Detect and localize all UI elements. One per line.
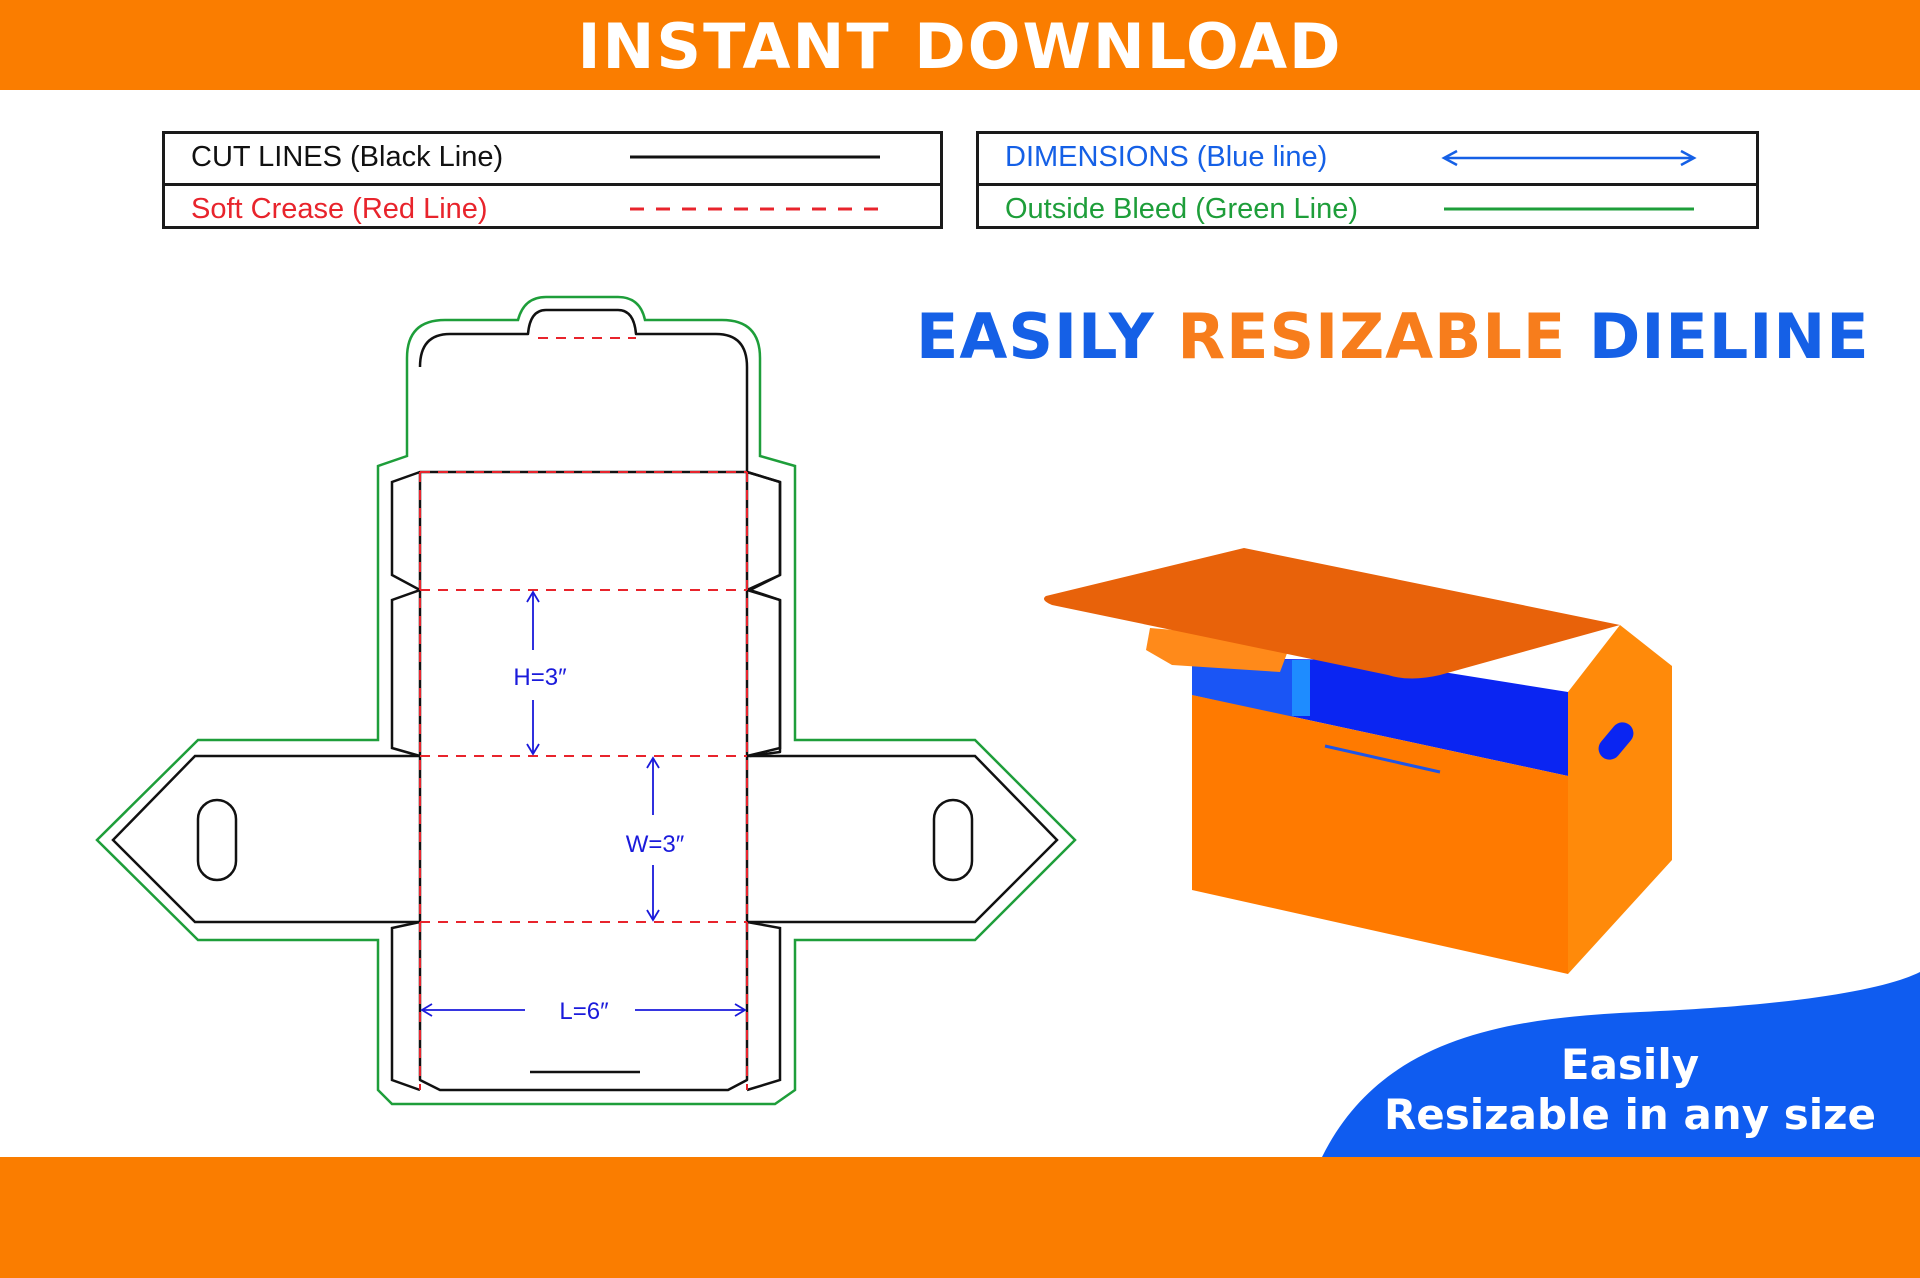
dimension-arrows: [420, 590, 747, 1017]
legend-dimensions-label: DIMENSIONS (Blue line): [1005, 141, 1328, 173]
cut-left-lower-flap: [390, 920, 421, 1092]
box-side-handle: [1598, 722, 1634, 760]
legend-row-dimensions: DIMENSIONS (Blue line): [979, 134, 1756, 180]
legend-cut-lines-label: CUT LINES (Black Line): [191, 141, 504, 173]
promo-line-1: Easily: [1560, 1040, 1700, 1089]
outside-bleed-outline: [95, 295, 1077, 1106]
headline-word-resizable: RESIZABLE: [1177, 300, 1567, 373]
legend-right: DIMENSIONS (Blue line) Outside Bleed (Gr…: [976, 131, 1759, 229]
box-inside-strip: [1292, 660, 1310, 716]
handle-hole-right: [932, 798, 974, 882]
headline: EASILY RESIZABLE DIELINE: [916, 300, 1870, 373]
dimension-width-label: W=3″: [626, 831, 685, 858]
top-banner: [0, 0, 1920, 90]
dimension-height-label: H=3″: [513, 664, 567, 691]
cut-line-sample: [630, 155, 880, 159]
dimension-arrow-sample: [1441, 149, 1697, 167]
box-side-face: [1568, 625, 1672, 974]
banner-title: INSTANT DOWNLOAD: [577, 10, 1343, 83]
crease-line-sample: [630, 207, 880, 211]
cut-right-wing: [747, 754, 1059, 924]
box-front-slot: [1324, 744, 1441, 774]
promo-line-2: Resizable in any size: [1383, 1090, 1877, 1139]
soft-crease-lines: [419, 337, 748, 1090]
legend-soft-crease-label: Soft Crease (Red Line): [191, 193, 488, 225]
handle-hole-left: [196, 798, 238, 882]
legend-outside-bleed-label: Outside Bleed (Green Line): [1005, 193, 1359, 225]
legend-row-cut-lines: CUT LINES (Black Line): [165, 134, 940, 180]
headline-word-dieline: DIELINE: [1588, 300, 1870, 373]
bottom-banner: [0, 1157, 1920, 1278]
cut-left-wing: [111, 754, 420, 924]
headline-word-easily: EASILY: [916, 300, 1155, 373]
legend-left: CUT LINES (Black Line) Soft Crease (Red …: [162, 131, 943, 229]
box-lid: [1044, 548, 1620, 679]
cut-right-lower-flap: [746, 920, 782, 1092]
box-inside-left: [1192, 658, 1292, 718]
legend-row-soft-crease: Soft Crease (Red Line): [165, 183, 940, 232]
bleed-line-sample: [1444, 207, 1694, 211]
legend-row-outside-bleed: Outside Bleed (Green Line): [979, 183, 1756, 232]
dimension-length-label: L=6″: [559, 998, 609, 1025]
box-front-face: [1192, 695, 1568, 974]
